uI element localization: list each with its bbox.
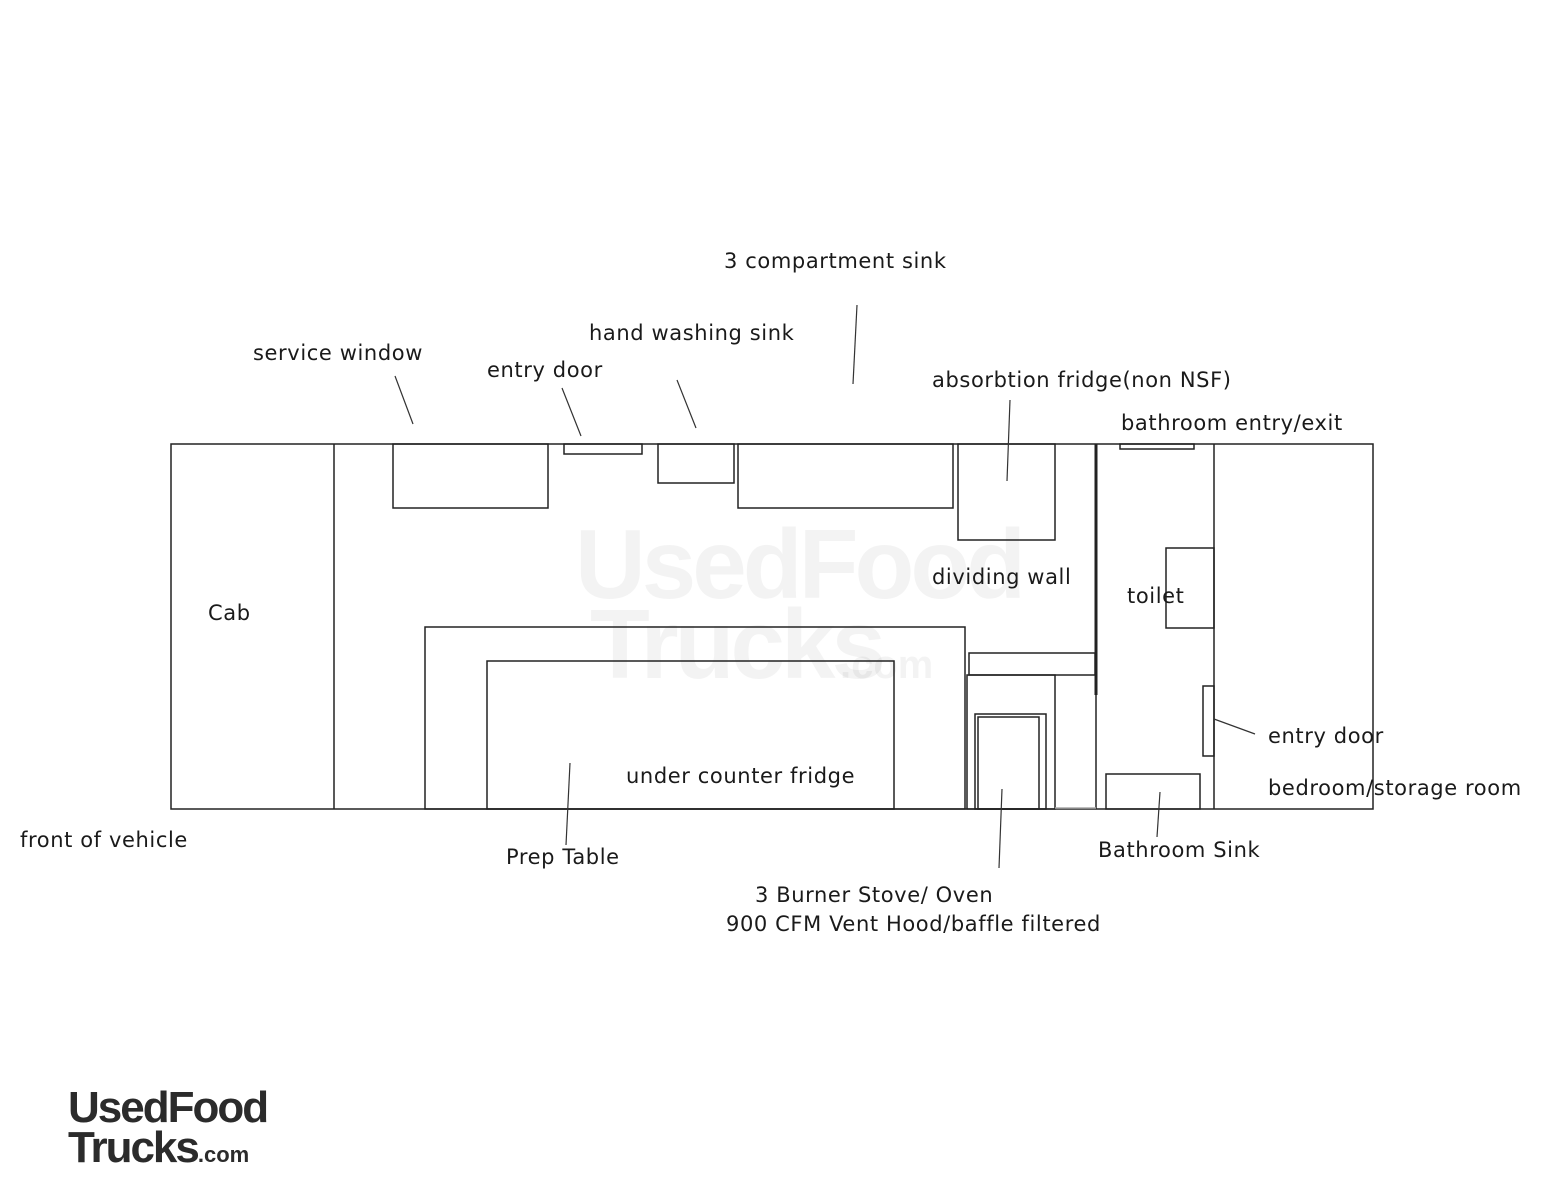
watermark-line2: Trucks — [590, 589, 882, 699]
toilet-shape — [1165, 547, 1215, 629]
absorption-fridge-shape — [957, 443, 1056, 541]
label-prep-table: Prep Table — [506, 845, 620, 869]
label-stove-line2: 900 CFM Vent Hood/baffle filtered — [726, 912, 1101, 936]
leader-entry-door-top — [561, 387, 582, 437]
logo-line2-text: Trucks — [68, 1123, 200, 1172]
under-counter-fridge-shape — [486, 660, 895, 810]
leader-three-comp-sink — [852, 304, 858, 385]
logo-line1: UsedFood — [68, 1083, 269, 1132]
label-front-of-vehicle: front of vehicle — [20, 828, 188, 852]
stove-oven-shape — [974, 713, 1047, 810]
label-three-comp-sink: 3 compartment sink — [724, 249, 947, 273]
label-stove-line1: 3 Burner Stove/ Oven — [755, 883, 993, 907]
logo-line2: Trucks.com — [68, 1126, 267, 1175]
leader-entry-door-side — [1213, 718, 1256, 735]
side-entry-door-shape — [1202, 685, 1215, 757]
label-entry-door-side: entry door — [1268, 724, 1384, 748]
leader-absorption-fridge — [1006, 399, 1011, 482]
label-bathroom-sink: Bathroom Sink — [1098, 838, 1260, 862]
brand-logo: UsedFood Trucks.com — [68, 1083, 269, 1175]
label-hand-washing-sink: hand washing sink — [589, 321, 795, 345]
label-absorption-fridge: absorbtion fridge(non NSF) — [932, 368, 1232, 392]
label-dividing-wall: dividing wall — [932, 565, 1071, 589]
stove-oven-inner — [977, 716, 1040, 810]
leader-prep-table — [565, 762, 571, 846]
entry-door-top-shape — [563, 443, 643, 455]
three-compartment-sink-shape — [737, 443, 954, 509]
label-bathroom-entry: bathroom entry/exit — [1121, 411, 1343, 435]
label-service-window: service window — [253, 341, 423, 365]
service-window-counter — [392, 443, 549, 509]
watermark-suffix: .com — [840, 643, 933, 687]
label-cab: Cab — [208, 601, 251, 625]
watermark-line1: UsedFood — [575, 509, 1022, 619]
label-under-counter-fridge: under counter fridge — [626, 764, 855, 788]
stove-shape — [966, 674, 1056, 810]
vent-hood-shape — [968, 652, 1096, 676]
label-entry-door-top: entry door — [487, 358, 603, 382]
bathroom-sink-shape — [1105, 773, 1201, 810]
leader-stove — [998, 788, 1003, 869]
watermark: UsedFood Trucks .com — [575, 509, 1026, 699]
leader-hand-washing-sink — [676, 379, 697, 429]
leader-bathroom-sink — [1156, 791, 1161, 838]
hand-washing-sink-shape — [657, 443, 735, 484]
logo-suffix: .com — [197, 1142, 250, 1167]
label-toilet: toilet — [1127, 584, 1185, 608]
leader-service-window — [394, 375, 414, 425]
bathroom-entry-shape — [1119, 443, 1195, 450]
label-bedroom: bedroom/storage room — [1268, 776, 1522, 800]
